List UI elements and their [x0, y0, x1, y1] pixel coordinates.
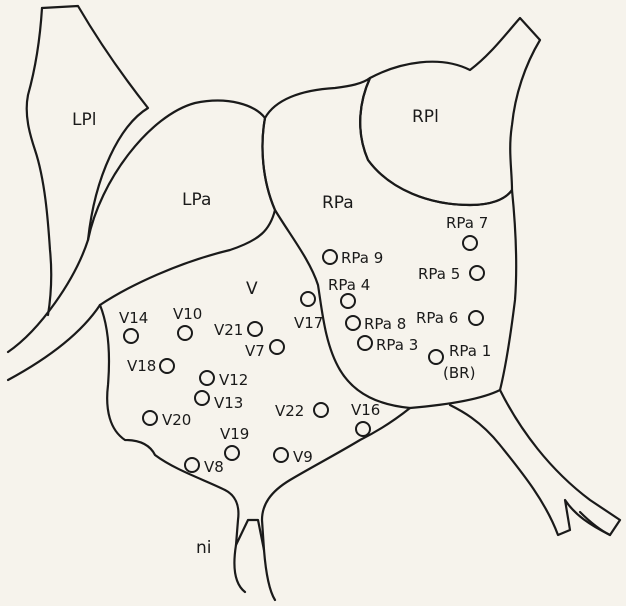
- label-lpl: LPl: [72, 110, 96, 130]
- cell-v19: [225, 446, 239, 460]
- cell-rpa5: [470, 266, 484, 280]
- cell-v18: [160, 359, 174, 373]
- label-v14: V14: [119, 309, 148, 327]
- label-v13: V13: [214, 394, 243, 412]
- cell-v20: [143, 411, 157, 425]
- right-nerve-upper: [450, 390, 620, 535]
- label-rpa6: RPa 6: [416, 309, 458, 327]
- label-v20: V20: [162, 411, 191, 429]
- ni-nerve: [236, 520, 264, 550]
- label-rpa5: RPa 5: [418, 265, 460, 283]
- label-v21: V21: [214, 321, 243, 339]
- label-ni: ni: [196, 538, 212, 558]
- label-v12: V12: [219, 371, 248, 389]
- label-lpa: LPa: [182, 190, 211, 210]
- label-rpa1-br: (BR): [443, 364, 475, 382]
- rpl-outline: [360, 18, 540, 205]
- cell-rpa1: [429, 350, 443, 364]
- label-v8: V8: [204, 458, 224, 476]
- label-v17: V17: [294, 314, 323, 332]
- lpl-outline: [8, 6, 148, 352]
- label-rpa8: RPa 8: [364, 315, 406, 333]
- label-v16: V16: [351, 401, 380, 419]
- cell-v8: [185, 458, 199, 472]
- cell-v16: [356, 422, 370, 436]
- cell-v7: [270, 340, 284, 354]
- cell-v9: [274, 448, 288, 462]
- cell-rpa6: [469, 311, 483, 325]
- right-nerve-lower: [580, 512, 610, 535]
- cell-rpa7: [463, 236, 477, 250]
- cell-rpa4: [341, 294, 355, 308]
- label-rpa1: RPa 1: [449, 342, 491, 360]
- cell-v17: [301, 292, 315, 306]
- cell-rpa8: [346, 316, 360, 330]
- cell-v14: [124, 329, 138, 343]
- cell-v22: [314, 403, 328, 417]
- cell-v13: [195, 391, 209, 405]
- label-v7: V7: [245, 342, 265, 360]
- cell-v10: [178, 326, 192, 340]
- cell-v21: [248, 322, 262, 336]
- label-rpa9: RPa 9: [341, 249, 383, 267]
- label-v18: V18: [127, 357, 156, 375]
- label-v: V: [246, 279, 258, 299]
- cell-rpa3: [358, 336, 372, 350]
- label-rpa4: RPa 4: [328, 276, 370, 294]
- cell-v12: [200, 371, 214, 385]
- label-v19: V19: [220, 425, 249, 443]
- label-rpa3: RPa 3: [376, 336, 418, 354]
- label-v9: V9: [293, 448, 313, 466]
- lpl-inner-edge: [27, 8, 52, 315]
- label-v22: V22: [275, 402, 304, 420]
- label-rpl: RPl: [412, 107, 439, 127]
- label-v10: V10: [173, 305, 202, 323]
- cell-rpa9: [323, 250, 337, 264]
- label-rpa7: RPa 7: [446, 214, 488, 232]
- label-rpa: RPa: [322, 193, 354, 213]
